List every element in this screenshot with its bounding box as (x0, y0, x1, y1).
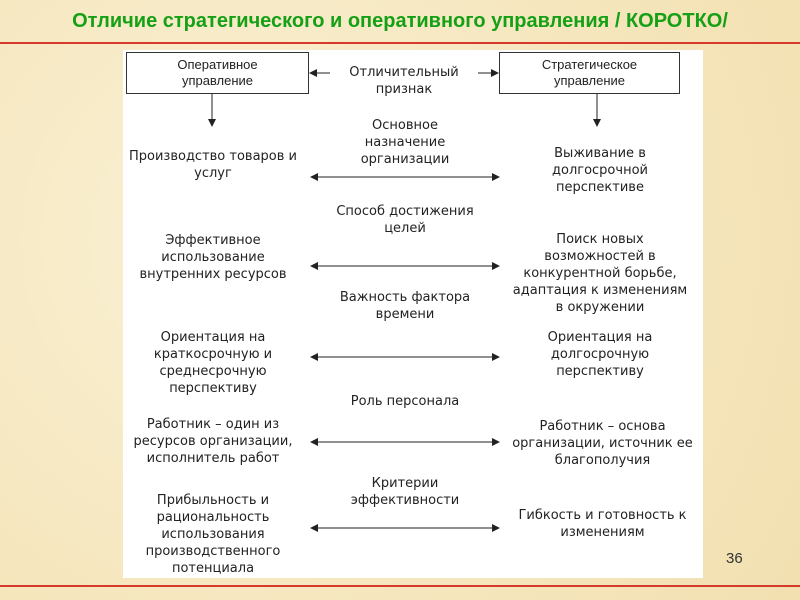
strategic-header-label: Стратегическое управление (541, 57, 638, 88)
row-1-feature: Основное назначение организации (360, 118, 450, 167)
row-3-operational: Ориентация на краткосрочную и среднесроч… (153, 330, 273, 396)
row-5-feature: Критерии эффективности (350, 476, 460, 508)
operational-header-box: Оперативное управление (126, 52, 309, 94)
row-4-feature: Роль персонала (350, 394, 460, 409)
row-4-strategic: Работник – основа организации, источник … (512, 419, 693, 468)
row-3-strategic: Ориентация на долгосрочную перспективу (547, 330, 653, 379)
row-4-operational: Работник – один из ресурсов организации,… (133, 417, 293, 466)
title-divider (0, 42, 800, 44)
row-5-operational: Прибыльность и рациональность использова… (145, 493, 281, 576)
operational-header-label: Оперативное управление (177, 57, 258, 88)
row-3-feature: Важность фактора времени (339, 290, 471, 322)
row-1-strategic: Выживание в долгосрочной перспективе (552, 146, 648, 195)
footer-divider (0, 585, 800, 587)
slide-title: Отличие стратегического и оперативного у… (72, 10, 728, 32)
row-5-strategic: Гибкость и готовность к изменениям (518, 508, 687, 540)
row-1-operational: Производство товаров и услуг (128, 149, 298, 181)
row-2-feature: Способ достижения целей (336, 204, 474, 236)
row-2-strategic: Поиск новых возможностей в конкурентной … (512, 232, 688, 315)
feature-header-label: Отличительный признак (349, 65, 459, 97)
row-2-operational: Эффективное использование внутренних рес… (139, 233, 287, 282)
strategic-header-box: Стратегическое управление (499, 52, 680, 94)
page-number: 36 (726, 550, 743, 567)
comparison-diagram (123, 50, 703, 578)
